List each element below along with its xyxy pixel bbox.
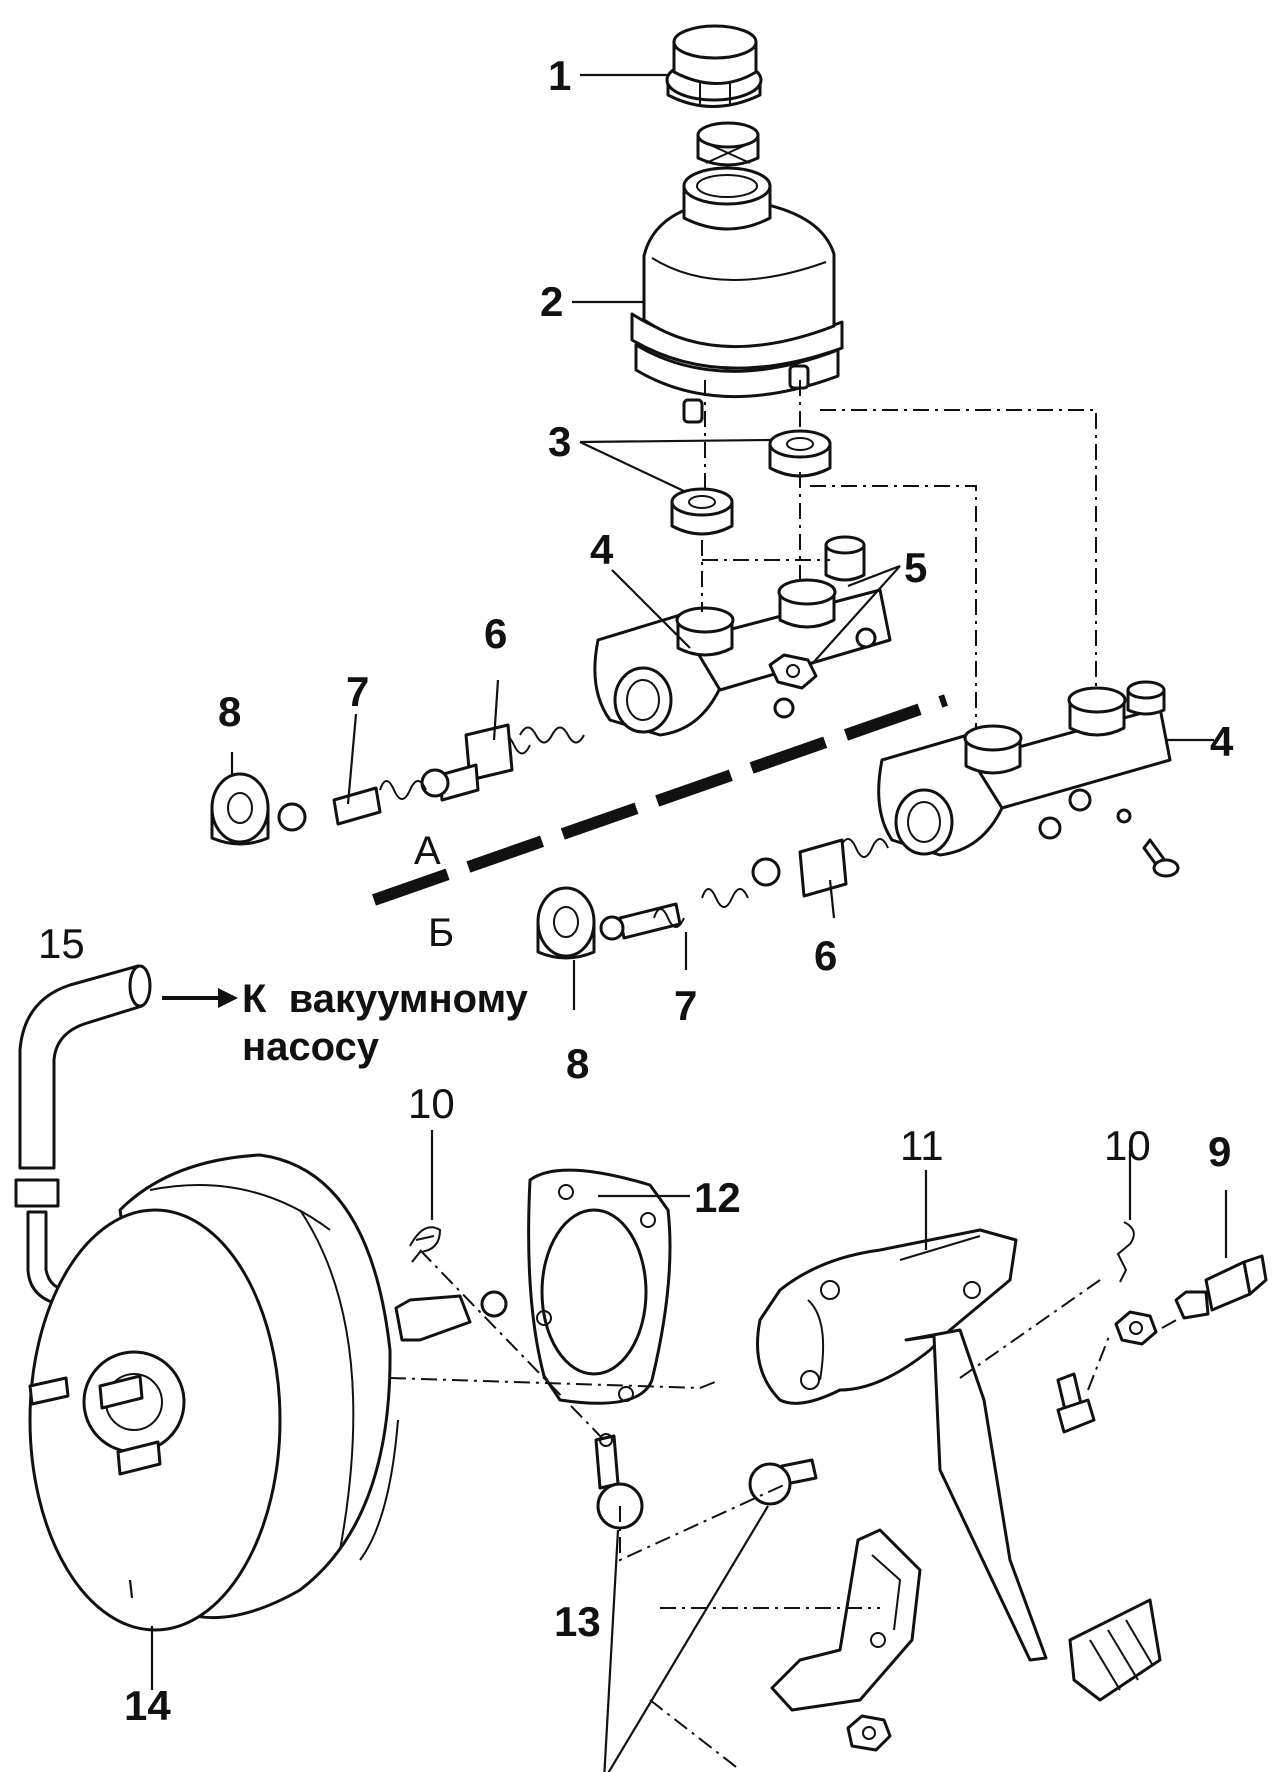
bracket-bolt <box>1056 1372 1096 1434</box>
leader-lines <box>128 73 1228 1772</box>
callout-6-lower: 6 <box>814 932 837 979</box>
reservoir-grommets <box>670 429 832 536</box>
callout-3: 3 <box>548 418 571 465</box>
brake-light-switch <box>1174 1254 1268 1320</box>
callout-4-upper: 4 <box>590 526 614 573</box>
lower-bracket <box>770 1528 922 1712</box>
vacuum-note-line2: насосу <box>242 1025 380 1069</box>
piston-assembly-b <box>599 838 889 941</box>
callout-15: 15 <box>38 920 85 967</box>
bracket-nut <box>846 1714 892 1752</box>
reservoir-filter <box>696 121 760 167</box>
vacuum-arrow <box>162 988 238 1008</box>
callout-1: 1 <box>548 52 571 99</box>
switch-nut <box>1114 1310 1158 1346</box>
seal-ring-a <box>210 772 270 846</box>
section-label-a: А <box>414 829 441 873</box>
booster-gasket <box>527 1168 672 1405</box>
callout-8-lower: 8 <box>566 1040 589 1087</box>
section-label-b: Б <box>428 911 454 955</box>
master-cylinder-b <box>877 680 1180 878</box>
callout-14: 14 <box>124 1682 171 1729</box>
callout-9: 9 <box>1208 1128 1231 1175</box>
pin-clip-left <box>409 1226 442 1263</box>
reservoir-cap <box>665 24 763 108</box>
section-divider <box>372 694 948 906</box>
assembly-lines <box>389 380 1181 1771</box>
pedal-bracket <box>756 1228 1018 1405</box>
master-cylinder-a <box>593 535 892 737</box>
callout-5: 5 <box>904 544 927 591</box>
brake-booster <box>28 1153 508 1632</box>
callout-4-lower: 4 <box>1210 718 1234 765</box>
callout-2: 2 <box>540 278 563 325</box>
callout-7-lower: 7 <box>674 982 697 1029</box>
callout-10-left: 10 <box>408 1080 455 1127</box>
vacuum-hose <box>14 964 152 1308</box>
fluid-reservoir <box>630 166 844 424</box>
brake-pedal <box>904 1328 1162 1702</box>
callout-6-upper: 6 <box>484 610 507 657</box>
callout-13: 13 <box>554 1598 601 1645</box>
pushrod-pin-right <box>748 1458 818 1506</box>
seal-ring-b <box>536 886 596 960</box>
pin-clip-right <box>1116 1221 1135 1283</box>
callout-10-right: 10 <box>1104 1122 1151 1169</box>
callout-7-upper: 7 <box>346 668 369 715</box>
piston-assembly-a <box>277 723 585 832</box>
callout-12: 12 <box>694 1174 741 1221</box>
callout-11: 11 <box>900 1122 944 1169</box>
callout-8-upper: 8 <box>218 688 241 735</box>
vacuum-note-line1: К вакуумному <box>242 977 529 1021</box>
